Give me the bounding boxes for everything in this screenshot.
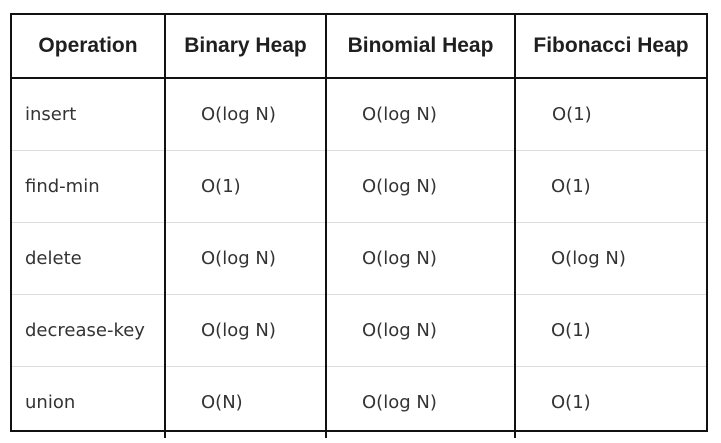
binary-heap-cell: O(N) — [164, 366, 326, 438]
binomial-heap-cell: O(log N) — [325, 222, 515, 295]
binomial-heap-cell: O(log N) — [325, 78, 515, 151]
operation-cell: insert — [25, 104, 77, 125]
heap-comparison-table: Operation Binary Heap Binomial Heap Fibo… — [12, 15, 706, 438]
fibonacci-heap-cell: O(1) — [514, 78, 706, 151]
table-row: insert O(log N) O(log N) O(1) — [12, 78, 706, 151]
binomial-heap-cell: O(log N) — [325, 366, 515, 438]
complexity-table: Operation Binary Heap Binomial Heap Fibo… — [10, 13, 708, 438]
header-row: Operation Binary Heap Binomial Heap Fibo… — [12, 15, 706, 79]
operation-cell: decrease-key — [12, 294, 165, 367]
table-row: decrease-key O(log N) O(log N) O(1) — [12, 294, 706, 367]
binary-heap-cell: O(log N) — [164, 222, 326, 295]
binomial-heap-cell: O(log N) — [325, 150, 515, 223]
fibonacci-heap-cell: O(1) — [514, 150, 706, 223]
header-binary-heap: Binary Heap — [164, 15, 326, 79]
binary-heap-cell: O(log N) — [164, 294, 326, 367]
binomial-heap-cell: O(log N) — [325, 294, 515, 367]
binary-heap-cell: O(1) — [164, 150, 326, 223]
fibonacci-heap-cell: O(1) — [514, 294, 706, 367]
operation-cell: union — [12, 366, 165, 438]
table-row: delete O(log N) O(log N) O(log N) — [12, 222, 706, 295]
table-row: union O(N) O(log N) O(1) — [12, 366, 706, 438]
table-row: find-min O(1) O(log N) O(1) — [12, 150, 706, 223]
binary-heap-cell: O(log N) — [164, 78, 326, 151]
operation-cell: find-min — [12, 150, 165, 223]
fibonacci-heap-cell: O(log N) — [514, 222, 706, 295]
header-operation: Operation — [12, 15, 165, 79]
operation-cell: delete — [12, 222, 165, 295]
header-fibonacci-heap: Fibonacci Heap — [514, 15, 706, 79]
header-binomial-heap: Binomial Heap — [325, 15, 515, 79]
fibonacci-heap-cell: O(1) — [514, 366, 706, 438]
